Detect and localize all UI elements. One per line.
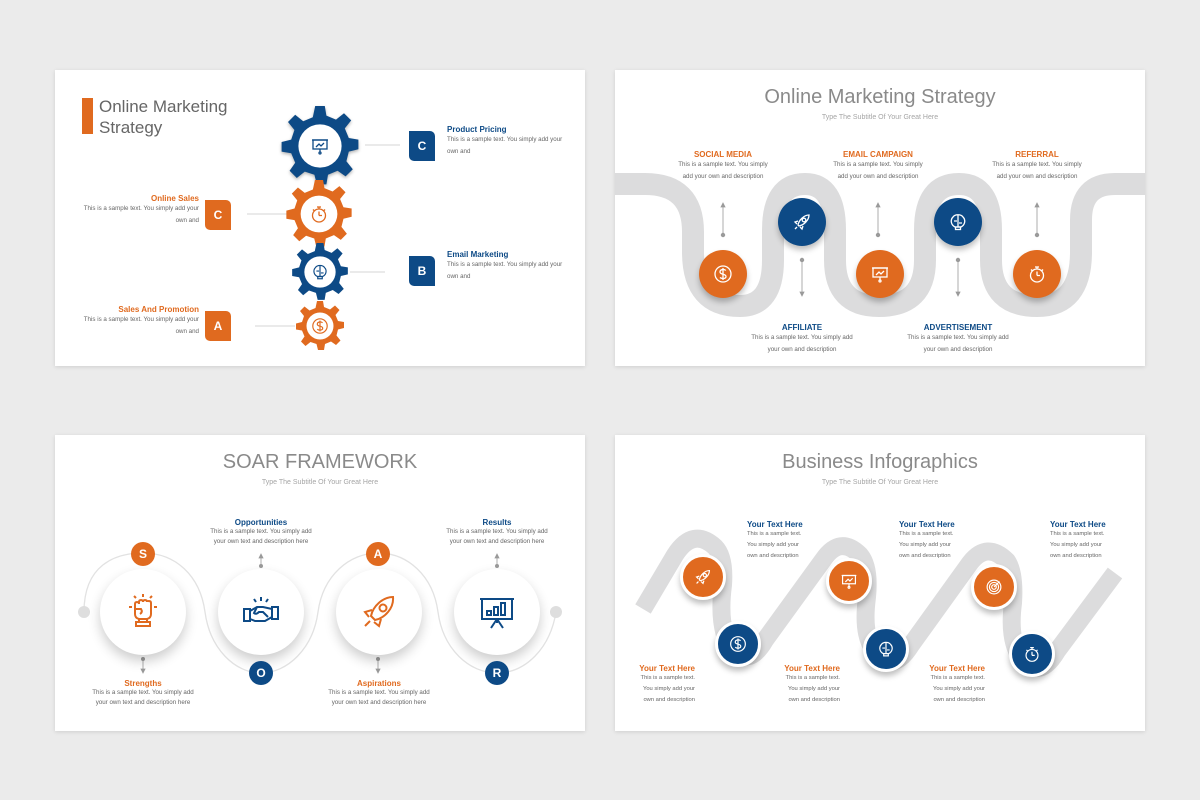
badge-c-online-sales: C <box>205 200 231 230</box>
target-icon <box>986 579 1002 595</box>
slide-title: SOAR FRAMEWORK <box>222 451 418 473</box>
rocket-icon <box>363 595 395 628</box>
gears-graphic <box>247 106 400 350</box>
circle-email-campaign <box>856 250 904 298</box>
letter-a-dot: A <box>366 542 390 566</box>
disc-opportunities <box>218 569 304 655</box>
slide-online-marketing-road[interactable]: Online Marketing Strategy Type The Subti… <box>615 70 1145 366</box>
disc-results <box>454 569 540 655</box>
presentation-chart-icon <box>841 574 857 589</box>
circle-6 <box>1009 631 1055 677</box>
circle-2 <box>715 621 761 667</box>
slide-title: Online Marketing Strategy <box>99 97 228 137</box>
label-top-1: Your Text Here This is a sample text. Yo… <box>747 520 803 559</box>
raised-fist-icon <box>129 594 157 627</box>
badge-c-product-pricing: C <box>409 131 435 161</box>
stopwatch-icon <box>1025 646 1039 662</box>
badge-a-sales-promotion: A <box>205 311 231 341</box>
label-strengths: Strengths This is a sample text. You sim… <box>92 679 194 706</box>
brain-bulb-icon <box>950 214 966 231</box>
label-advertisement: ADVERTISEMENT This is a sample text. You… <box>907 323 1009 353</box>
badge-b-email-marketing: B <box>409 256 435 286</box>
rocket-icon <box>695 569 711 585</box>
slide-subtitle: Type The Subtitle Of Your Great Here <box>261 479 379 486</box>
circle-affiliate <box>778 198 826 246</box>
circle-advertisement <box>934 198 982 246</box>
circle-3 <box>826 558 872 604</box>
item-online-sales: Online Sales This is a sample text. You … <box>83 194 199 224</box>
slide-title: Business Infographics <box>782 451 978 473</box>
letter-s-dot: S <box>131 542 155 566</box>
winding-road-graphic <box>615 172 1145 318</box>
label-top-2: Your Text Here This is a sample text. Yo… <box>899 520 955 559</box>
circle-1 <box>680 554 726 600</box>
label-affiliate: AFFILIATE This is a sample text. You sim… <box>751 323 853 353</box>
label-social-media: SOCIAL MEDIA This is a sample text. You … <box>678 150 768 180</box>
label-bottom-2: Your Text Here This is a sample text. Yo… <box>784 664 840 703</box>
letter-o-dot: O <box>249 661 273 685</box>
label-referral: REFERRAL This is a sample text. You simp… <box>992 150 1082 180</box>
handshake-icon <box>243 597 279 622</box>
letter-r-dot: R <box>485 661 509 685</box>
rocket-icon <box>794 214 810 230</box>
item-sales-promotion: Sales And Promotion This is a sample tex… <box>83 305 199 335</box>
dollar-coin-icon <box>714 265 732 283</box>
stopwatch-icon <box>1029 266 1045 283</box>
title-accent-bar <box>82 98 93 134</box>
disc-aspirations <box>336 569 422 655</box>
slide-subtitle: Type The Subtitle Of Your Great Here <box>821 114 939 121</box>
label-bottom-3: Your Text Here This is a sample text. Yo… <box>929 664 985 703</box>
label-bottom-1: Your Text Here This is a sample text. Yo… <box>639 664 695 703</box>
circle-4 <box>863 626 909 672</box>
bar-chart-board-icon <box>480 598 514 629</box>
brain-bulb-icon <box>879 641 893 657</box>
disc-strengths <box>100 569 186 655</box>
label-aspirations: Aspirations This is a sample text. You s… <box>328 679 430 706</box>
slide-subtitle: Type The Subtitle Of Your Great Here <box>821 479 939 486</box>
slide-business-infographics[interactable]: Business Infographics Type The Subtitle … <box>615 435 1145 731</box>
item-email-marketing: Email Marketing This is a sample text. Y… <box>447 250 563 280</box>
slide-online-marketing-gears[interactable]: Online Marketing Strategy <box>55 70 585 366</box>
circle-referral <box>1013 250 1061 298</box>
label-results: Results This is a sample text. You simpl… <box>446 518 548 545</box>
label-email-campaign: EMAIL CAMPAIGN This is a sample text. Yo… <box>833 150 923 180</box>
label-top-3: Your Text Here This is a sample text. Yo… <box>1050 520 1106 559</box>
soar-wave-graphic <box>78 552 562 674</box>
dollar-coin-icon <box>730 636 746 652</box>
circle-5 <box>971 564 1017 610</box>
circle-social-media <box>699 250 747 298</box>
slide-title: Online Marketing Strategy <box>764 86 996 108</box>
label-opportunities: Opportunities This is a sample text. You… <box>210 518 312 545</box>
item-product-pricing: Product Pricing This is a sample text. Y… <box>447 125 563 155</box>
gear-blue-1 <box>281 106 359 185</box>
slide-soar-framework[interactable]: SOAR FRAMEWORK Type The Subtitle Of Your… <box>55 435 585 731</box>
presentation-chart-icon <box>871 267 889 283</box>
